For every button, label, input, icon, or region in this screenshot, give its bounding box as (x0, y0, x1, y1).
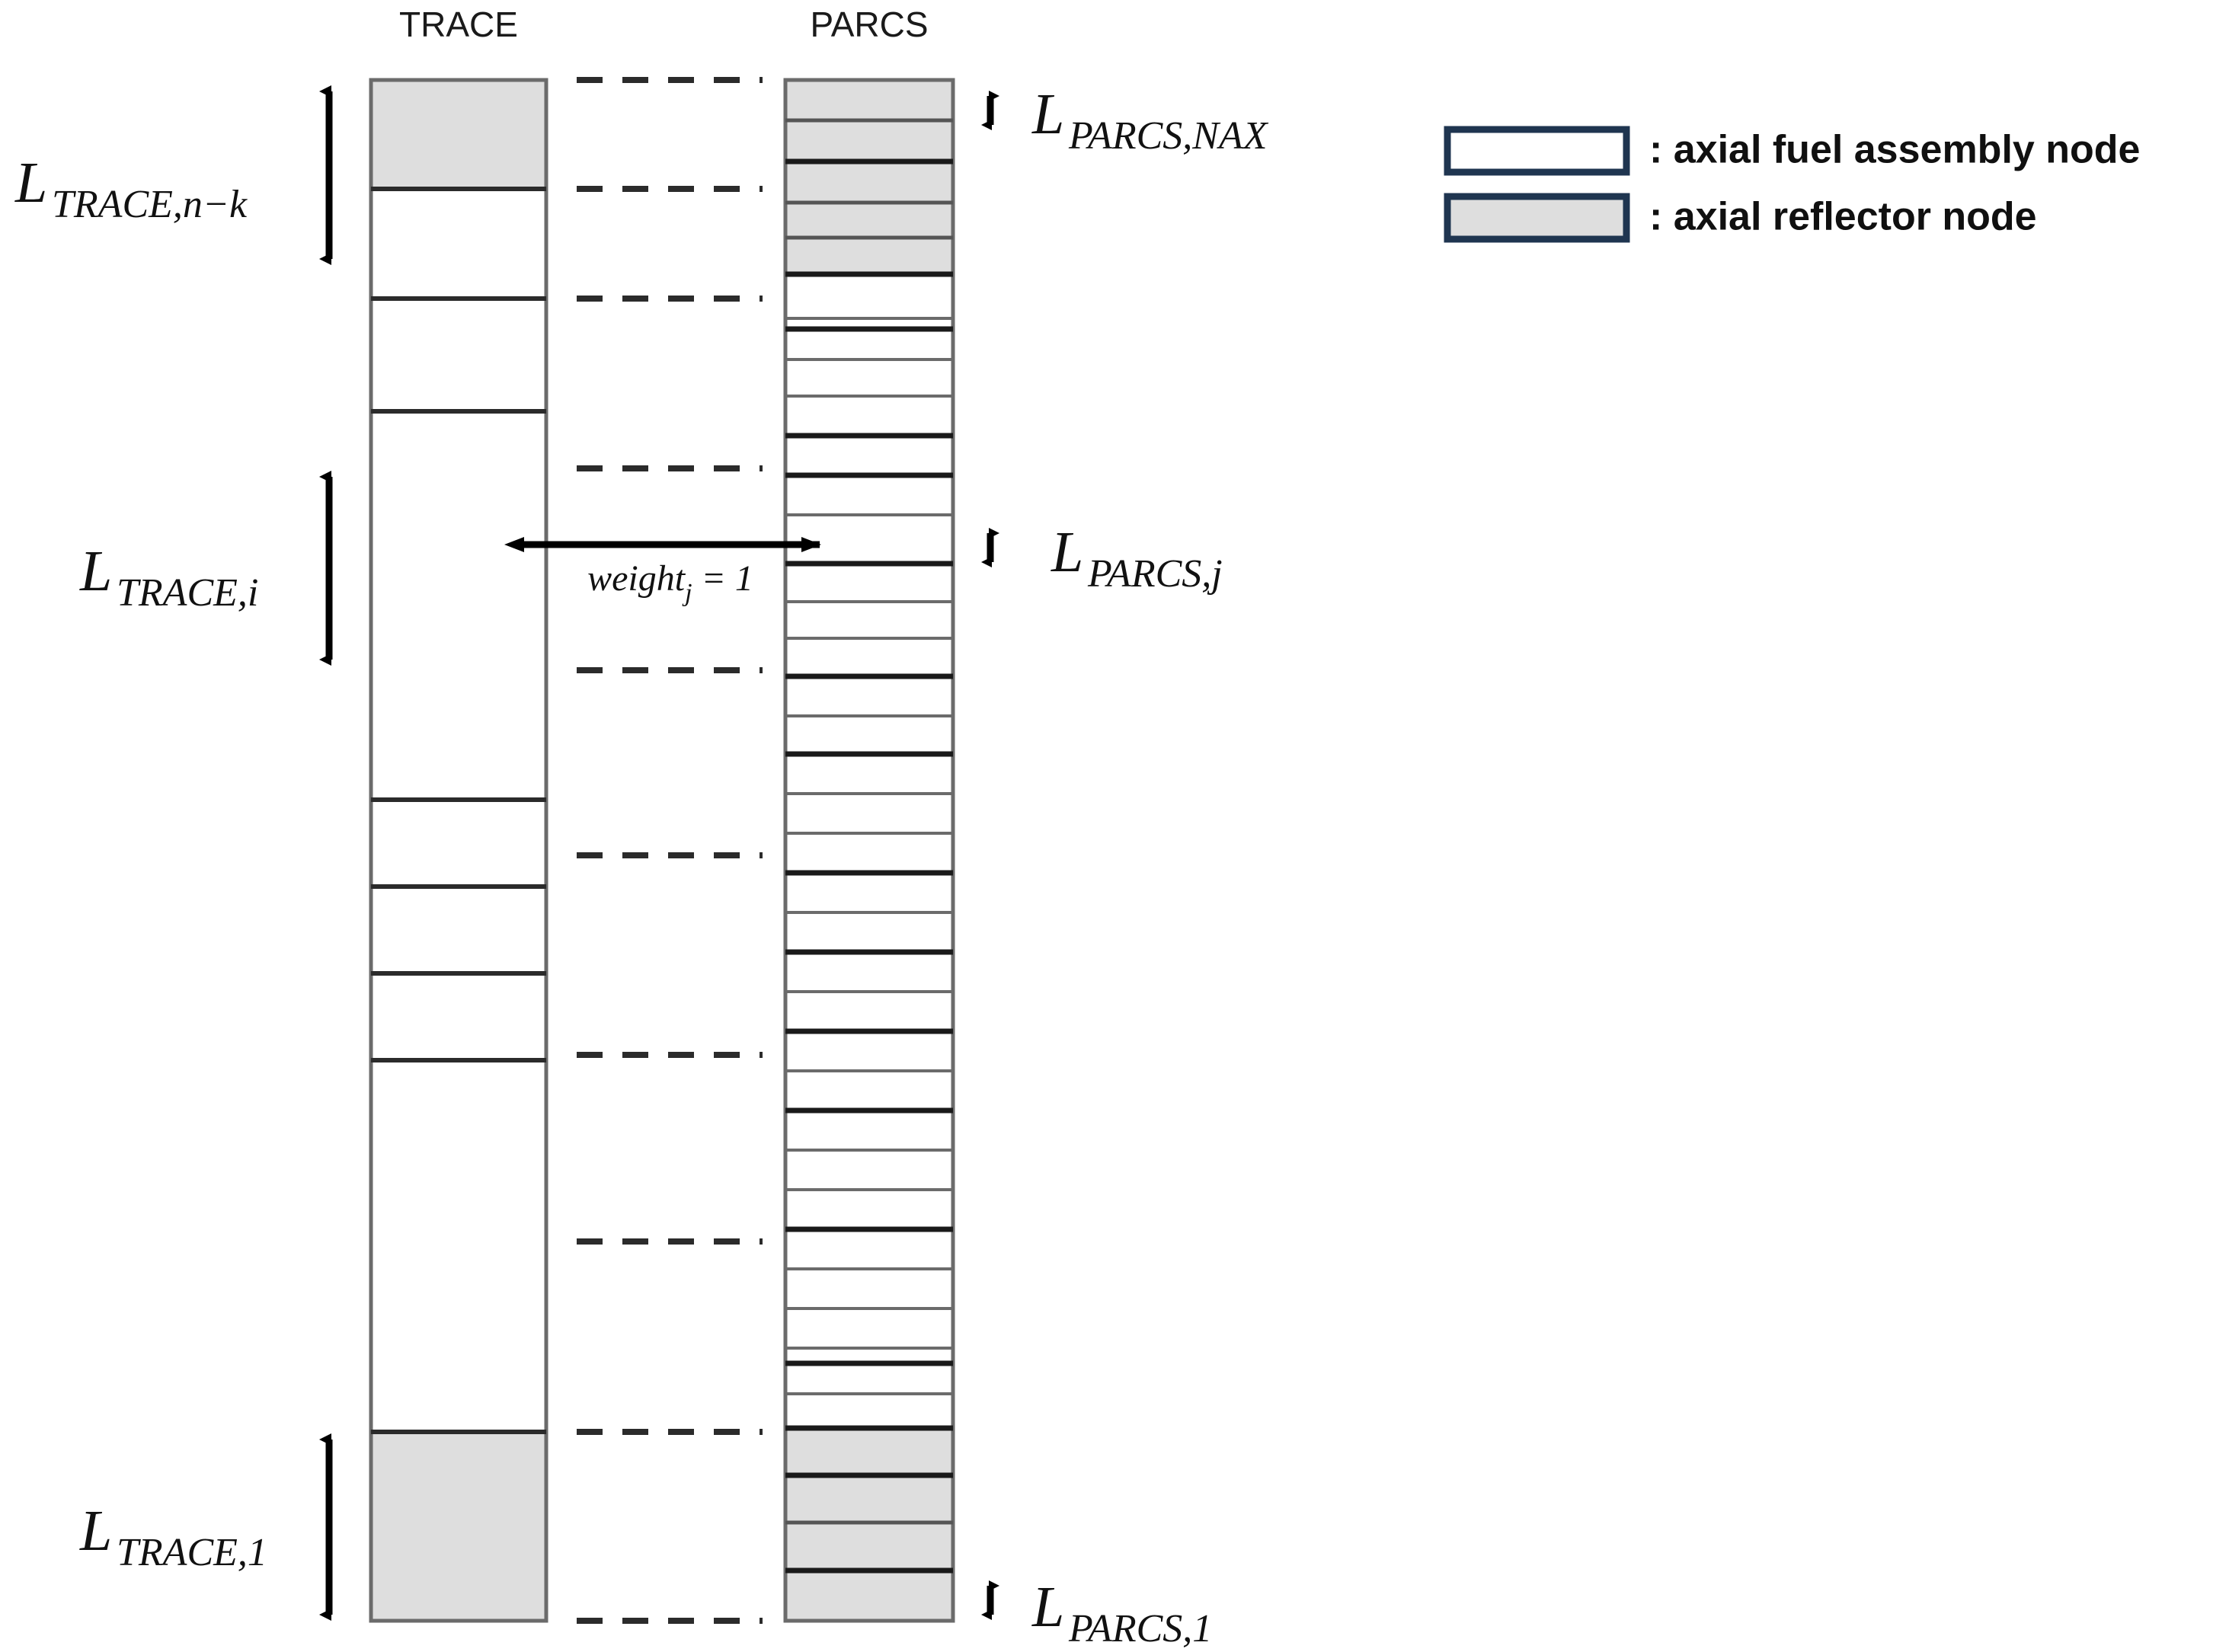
legend: : axial fuel assembly node : axial refle… (1444, 126, 2140, 243)
label-trace-nk-base: L (14, 151, 47, 215)
left-dimension-arrows (319, 85, 333, 1621)
weight-label-group: weightj = 1 (587, 558, 753, 607)
label-parcs-j-base: L (1051, 520, 1083, 584)
legend-label-fuel-node: : axial fuel assembly node (1649, 128, 2140, 172)
dashed-connectors (577, 77, 763, 1624)
parcs-column-frame (783, 78, 955, 1623)
label-trace-1-subscript: TRACE,1 (117, 1531, 267, 1574)
trace-node-reflector-top (371, 80, 546, 189)
legend-swatch-fuel-node (1444, 126, 1630, 176)
weight-label-name: weight (587, 558, 686, 599)
label-parcs-1-base: L (1031, 1575, 1064, 1639)
legend-swatch-reflector-node (1444, 193, 1630, 243)
label-parcs-j-subscript: PARCS,j (1087, 552, 1223, 596)
label-parcs-nax-base: L (1031, 82, 1064, 146)
label-parcs-1-subscript: PARCS,1 (1068, 1607, 1212, 1650)
trace-node-reflector-bottom (371, 1432, 546, 1621)
parcs-column (783, 78, 955, 1623)
column-header-trace: TRACE (399, 5, 518, 44)
label-trace-i-base: L (79, 539, 112, 603)
label-parcs-j: L PARCS,j (1051, 520, 1223, 596)
label-trace-nk-subscript: TRACE,n−k (52, 183, 248, 226)
label-trace-1: L TRACE,1 (79, 1499, 267, 1574)
label-trace-i-subscript: TRACE,i (117, 571, 258, 615)
label-parcs-nax: L PARCS,NAX (1031, 82, 1269, 158)
weight-mapping-arrow: weightj = 1 (504, 537, 821, 607)
label-trace-nk: L TRACE,n−k (14, 151, 248, 226)
trace-column (369, 78, 548, 1623)
column-header-parcs: PARCS (810, 5, 928, 44)
weight-label-subscript: j (682, 579, 692, 607)
label-parcs-nax-subscript: PARCS,NAX (1068, 114, 1269, 158)
label-trace-1-base: L (79, 1499, 112, 1563)
label-trace-i: L TRACE,i (79, 539, 258, 615)
label-parcs-1: L PARCS,1 (1031, 1575, 1212, 1650)
trace-column-frame (369, 78, 548, 1623)
legend-label-reflector-node: : axial reflector node (1649, 195, 2037, 239)
weight-label-value: = 1 (702, 558, 753, 599)
parcs-reflector-top-band (785, 80, 953, 274)
